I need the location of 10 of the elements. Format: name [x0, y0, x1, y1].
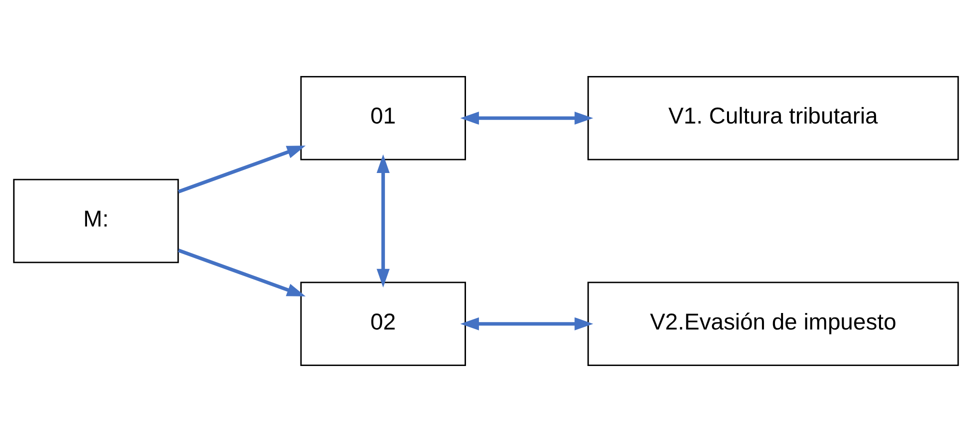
node-box: 02 [300, 281, 466, 366]
arrow [178, 145, 306, 193]
arrow [178, 248, 306, 296]
node-box: 01 [300, 76, 466, 160]
arrow [376, 154, 390, 287]
node-box: V1. Cultura tributaria [587, 76, 959, 160]
node-box: M: [13, 178, 179, 263]
arrow [460, 316, 594, 330]
arrow [460, 111, 594, 124]
node-box: V2.Evasión de impuesto [587, 281, 959, 366]
